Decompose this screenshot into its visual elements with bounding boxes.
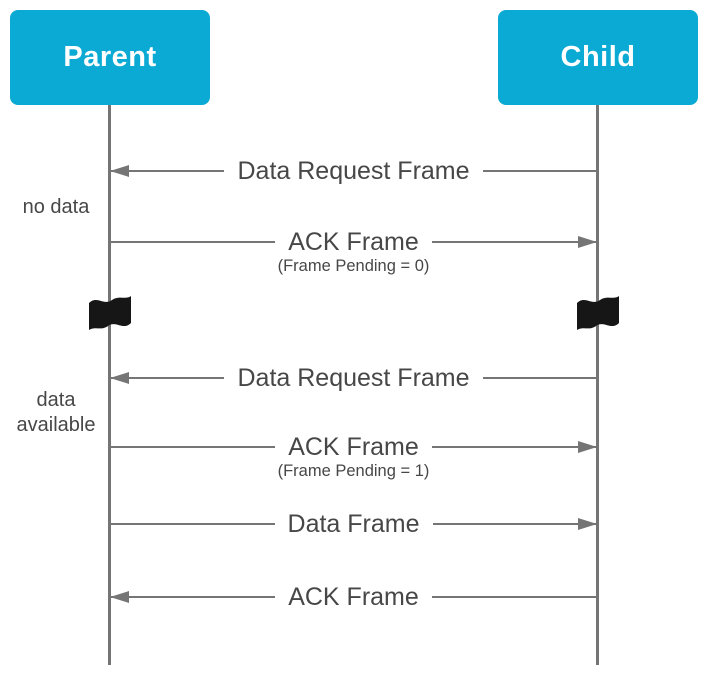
message-label: Data Request Frame <box>237 156 470 185</box>
actor-label-child: Child <box>560 41 636 73</box>
message-label-main: ACK Frame <box>288 227 419 256</box>
message-sublabel: (Frame Pending = 0) <box>277 256 430 275</box>
message-sublabel: (Frame Pending = 1) <box>277 461 430 480</box>
arrowhead-left-icon <box>110 372 129 384</box>
message-line <box>110 523 275 525</box>
message-ack-pending-1: ACK Frame (Frame Pending = 1) <box>110 430 597 480</box>
message-label: ACK Frame <box>288 582 419 611</box>
side-note-data-available: data available <box>16 389 96 436</box>
message-label: ACK Frame (Frame Pending = 0) <box>275 227 432 275</box>
arrowhead-left-icon <box>110 165 129 177</box>
arrowhead-right-icon <box>578 236 597 248</box>
message-label: Data Request Frame <box>237 363 470 392</box>
message-label: Data Frame <box>287 509 420 538</box>
actor-box-parent: Parent <box>10 10 210 105</box>
message-data-frame: Data Frame <box>110 507 598 541</box>
message-label-main: ACK Frame <box>288 432 419 461</box>
arrowhead-right-icon <box>578 441 597 453</box>
message-line <box>110 596 276 598</box>
actor-box-child: Child <box>498 10 698 105</box>
arrowhead-left-icon <box>110 591 129 603</box>
message-label: ACK Frame (Frame Pending = 1) <box>275 432 432 480</box>
message-line <box>110 446 276 448</box>
lifeline-parent <box>108 105 111 665</box>
time-break-flag-icon <box>89 296 131 330</box>
lifeline-child <box>596 105 599 665</box>
message-line <box>110 377 225 379</box>
message-line <box>431 596 597 598</box>
message-line <box>110 170 225 172</box>
message-line <box>432 523 598 525</box>
message-line <box>110 241 276 243</box>
message-ack-pending-0: ACK Frame (Frame Pending = 0) <box>110 225 597 275</box>
side-note-no-data: no data <box>22 196 90 218</box>
message-line <box>431 446 597 448</box>
actor-label-parent: Parent <box>63 41 157 73</box>
message-data-request-2: Data Request Frame <box>110 361 598 395</box>
message-line <box>482 170 598 172</box>
message-line <box>482 377 598 379</box>
message-line <box>431 241 597 243</box>
message-data-request-1: Data Request Frame <box>110 154 598 188</box>
arrowhead-right-icon <box>578 518 597 530</box>
time-break-flag-icon <box>577 296 619 330</box>
message-ack-final: ACK Frame <box>110 580 597 614</box>
